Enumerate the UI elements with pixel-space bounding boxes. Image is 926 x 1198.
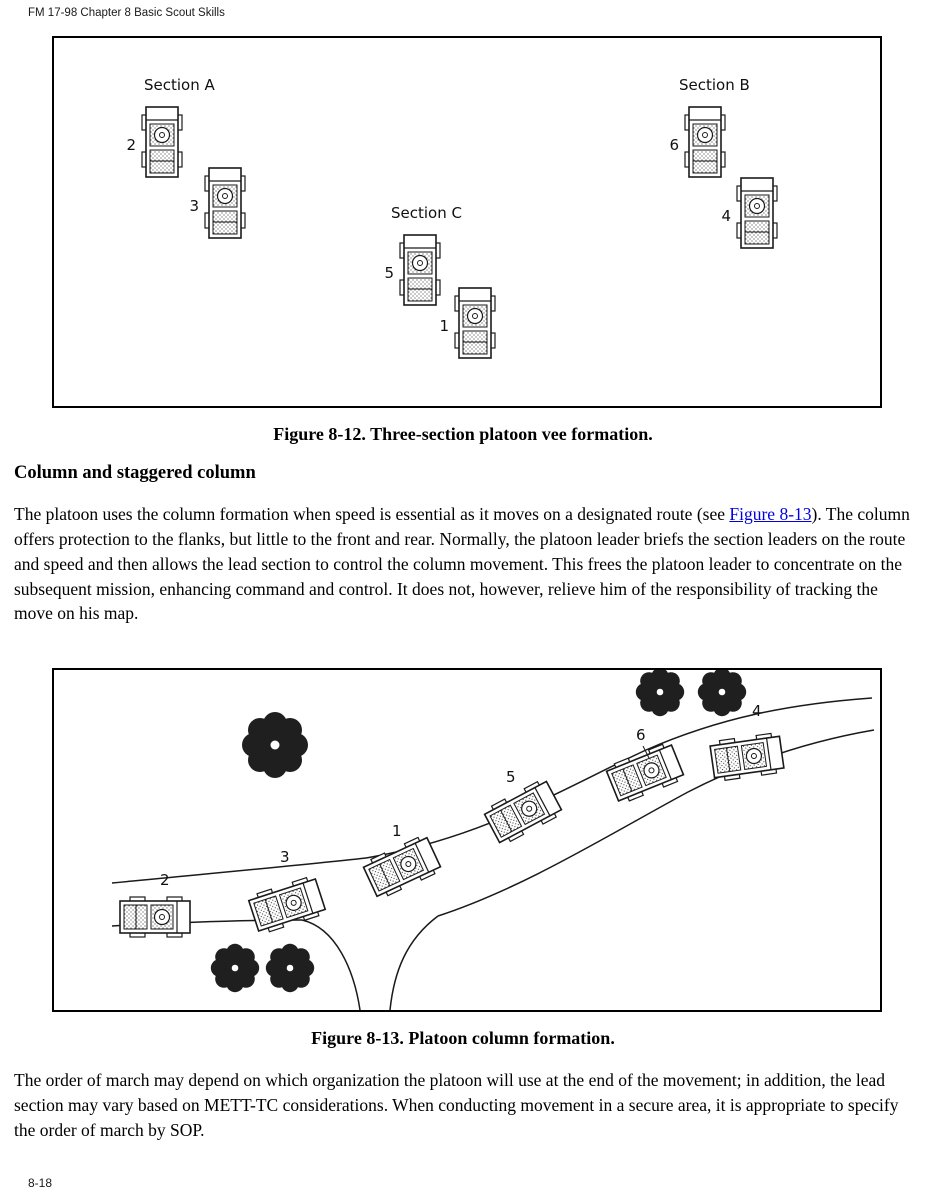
tree-icon (265, 943, 315, 993)
road-edge-branch-right (389, 915, 439, 1010)
vehicle-3-icon (204, 167, 246, 239)
vehicle-6-icon (684, 106, 726, 178)
column-vehicle-3-label: 3 (280, 848, 290, 866)
column-vehicle-4-icon (708, 731, 786, 783)
column-vehicle-4-label: 4 (752, 702, 762, 720)
vehicle-3-label: 3 (189, 197, 199, 215)
figure-8-13-caption: Figure 8-13. Platoon column formation. (311, 1028, 615, 1048)
section-c-label: Section C (391, 204, 462, 222)
vehicle-2-icon (141, 106, 183, 178)
vehicle-4-label: 4 (721, 207, 731, 225)
figure-8-12-caption: Figure 8-12. Three-section platoon vee f… (273, 424, 653, 444)
page-number: 8-18 (28, 1176, 53, 1190)
vehicle-6-label: 6 (669, 136, 679, 154)
paragraph-column-text-cont: ). The column offers protection to the f… (14, 504, 910, 624)
column-vehicle-2-label: 2 (160, 871, 170, 889)
column-vehicle-1-icon (361, 833, 443, 901)
vehicle-5-icon (399, 234, 441, 306)
figure-8-13-diagram: 2 3 1 5 6 4 (52, 668, 882, 1012)
figure-8-12-diagram: Section A Section B Section C 2 3 5 1 6 … (52, 36, 882, 408)
column-vehicle-5-label: 5 (506, 768, 516, 786)
column-vehicle-2-icon (119, 896, 191, 938)
vehicle-1-icon (454, 287, 496, 359)
road-edge-branch-left (301, 919, 361, 1010)
paragraph-column-text: The platoon uses the column formation wh… (14, 504, 730, 524)
section-a-label: Section A (144, 76, 215, 94)
column-vehicle-5-icon (481, 777, 565, 847)
page-header: FM 17-98 Chapter 8 Basic Scout Skills (28, 7, 225, 19)
vehicle-5-label: 5 (384, 264, 394, 282)
section-heading: Column and staggered column (14, 463, 256, 483)
paragraph-order-of-march: The order of march may depend on which o… (14, 1070, 899, 1140)
tree-icon (242, 712, 308, 778)
vehicle-4-icon (736, 177, 778, 249)
section-b-label: Section B (679, 76, 750, 94)
tree-icon (697, 670, 747, 717)
figure-8-13-link[interactable]: Figure 8-13 (729, 504, 812, 524)
road-edge-main-bottom (437, 729, 875, 917)
road-edge-main-top (365, 697, 873, 859)
vehicle-6-leader-line (642, 745, 650, 759)
vehicle-2-label: 2 (126, 136, 136, 154)
tree-icon (210, 943, 260, 993)
vee-formation-svg: Section A Section B Section C 2 3 5 1 6 … (126, 76, 778, 359)
road-edge-left-top (111, 857, 367, 884)
column-vehicle-3-icon (246, 874, 328, 936)
vehicle-1-label: 1 (439, 317, 449, 335)
column-formation-svg: 2 3 1 5 6 4 (111, 670, 875, 1010)
tree-icon (635, 670, 685, 717)
column-vehicle-6-label: 6 (636, 726, 646, 744)
paragraph-column: The platoon uses the column formation wh… (14, 502, 914, 626)
column-vehicle-1-label: 1 (392, 822, 402, 840)
